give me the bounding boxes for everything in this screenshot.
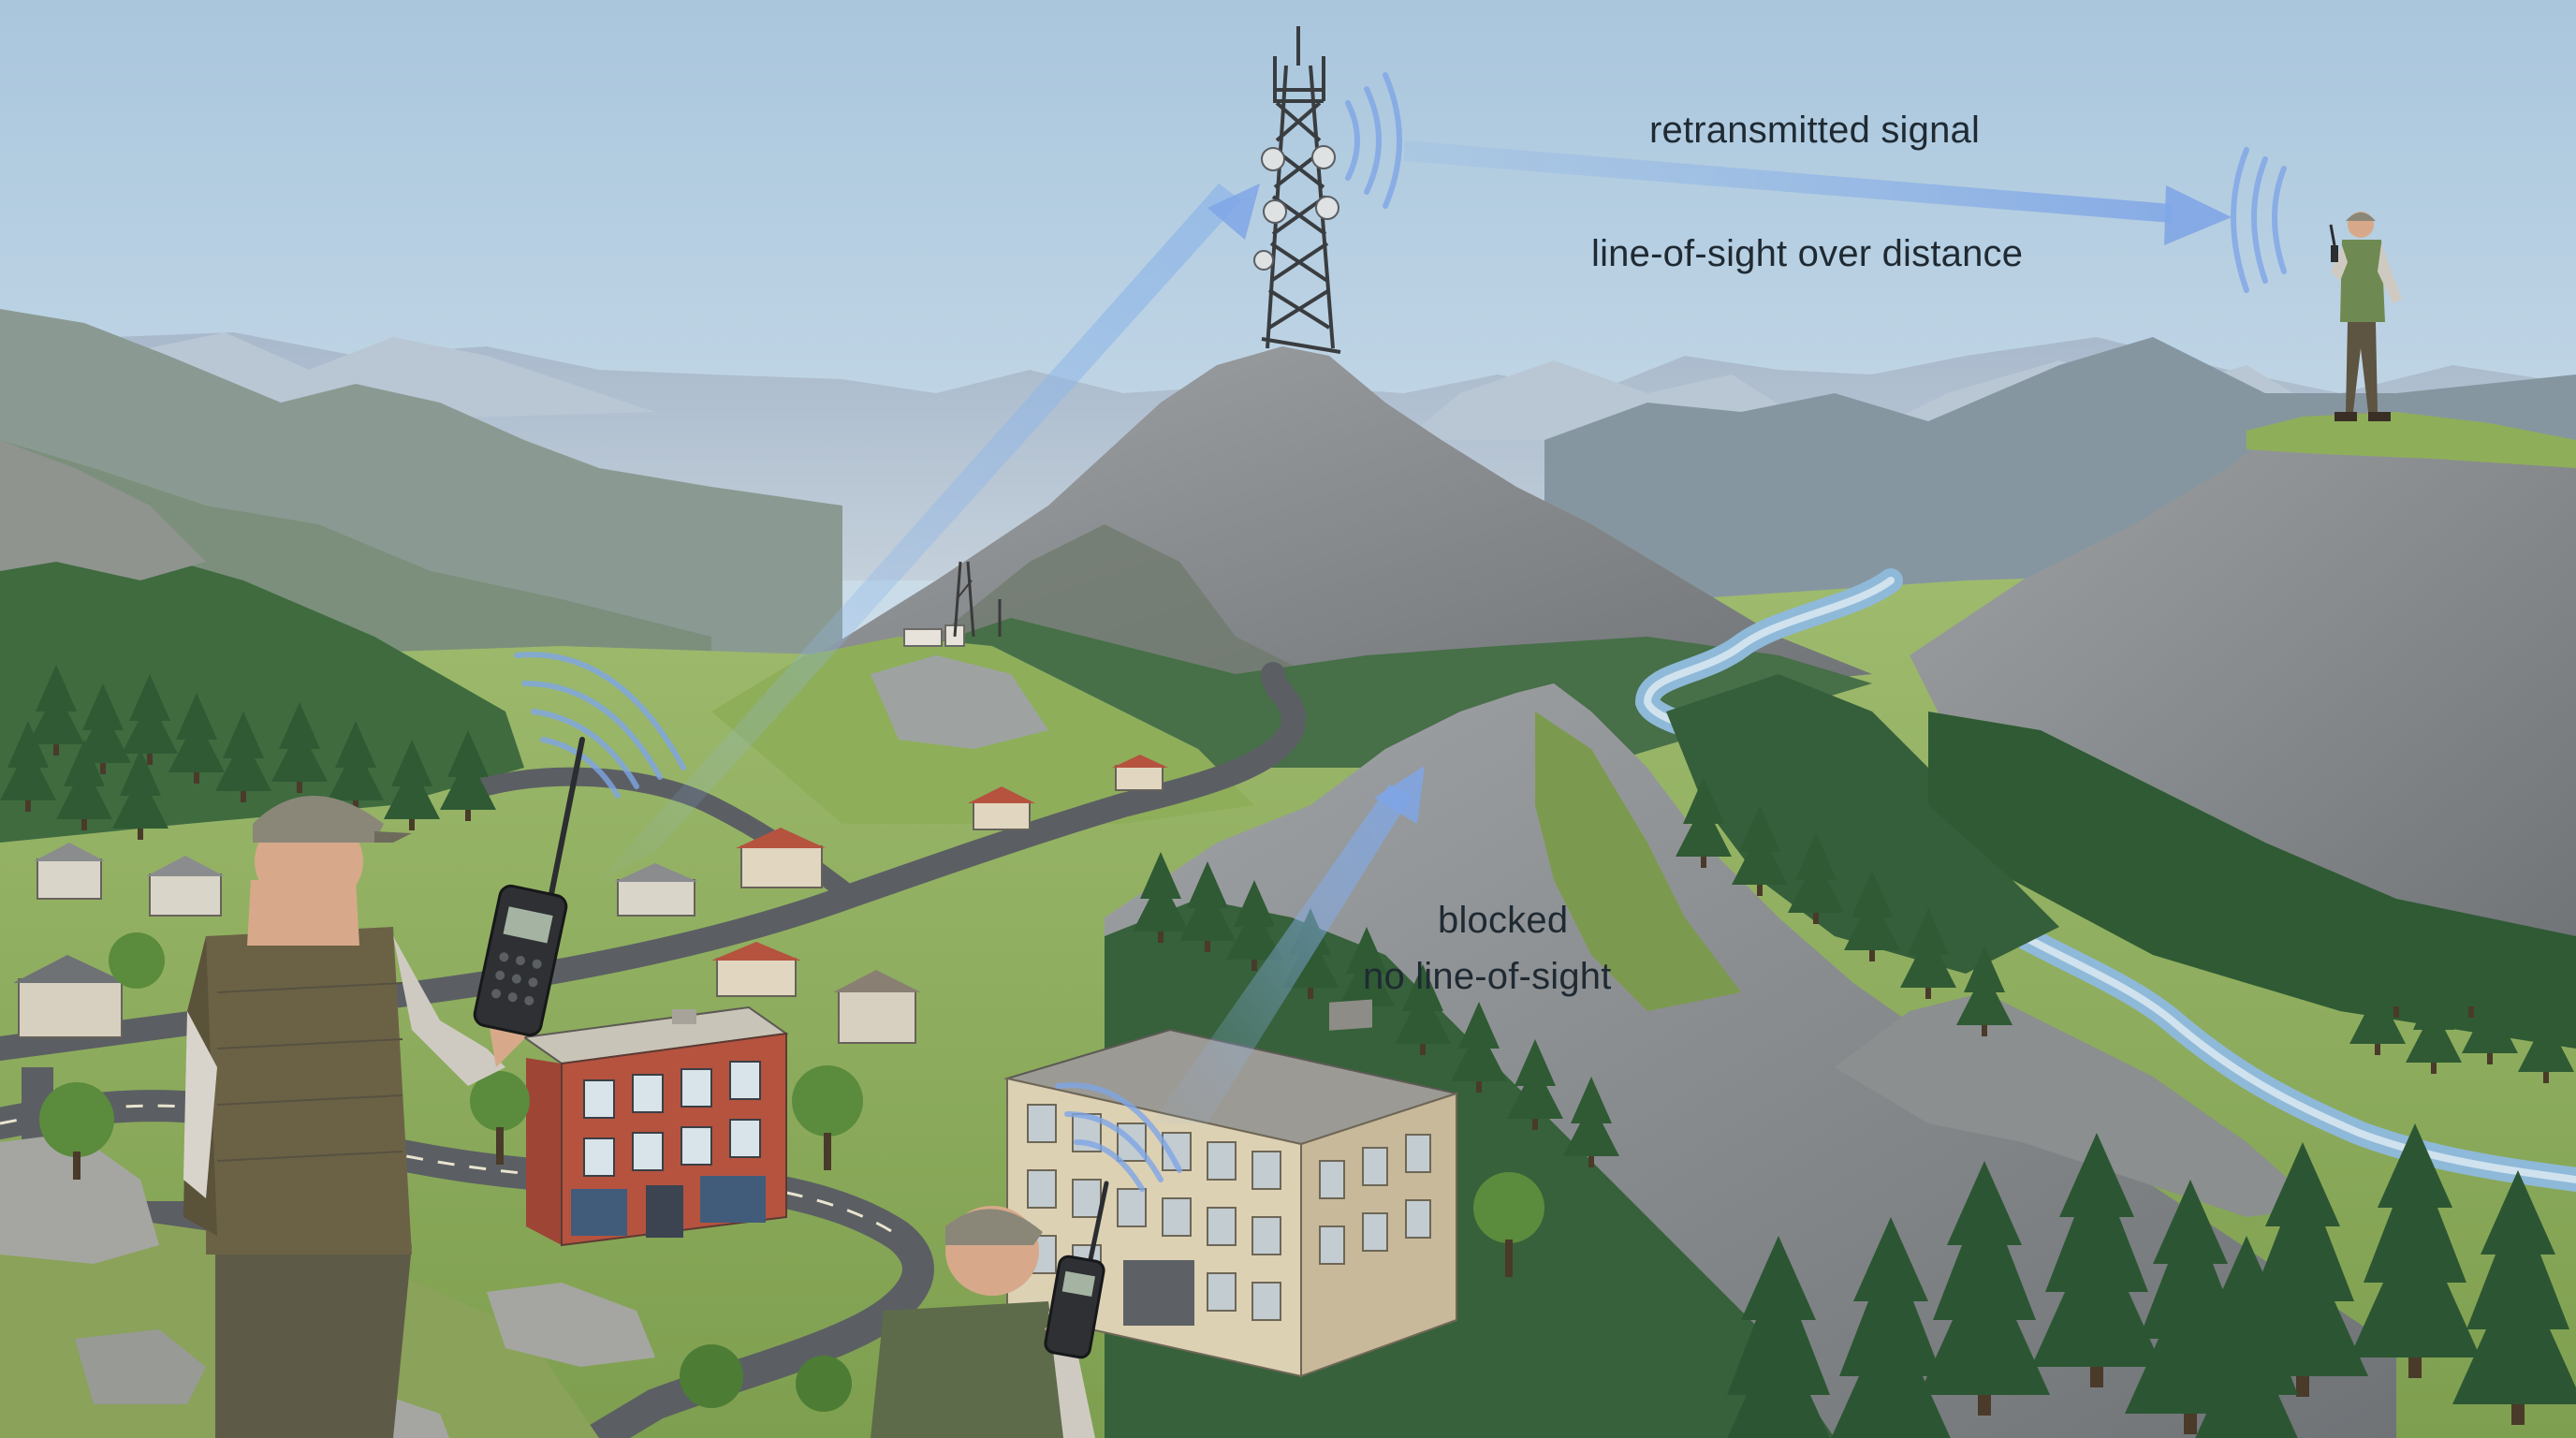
person-icon <box>183 796 534 1438</box>
handheld-radio-icon <box>473 737 585 1037</box>
handheld-radio-icon <box>2331 245 2338 262</box>
signal-beam-blocked <box>1151 785 1412 1123</box>
radio-wave-icon <box>514 652 686 799</box>
right-cliff-grass <box>2247 412 2576 468</box>
deciduous-trees <box>39 932 1544 1412</box>
house <box>711 942 801 997</box>
signal-beam-retransmitted <box>1404 140 2172 223</box>
road-center-lines <box>0 1104 900 1238</box>
right-cliff <box>1910 412 2576 974</box>
house <box>13 955 127 1038</box>
small-hill-rock <box>871 655 1048 749</box>
line-of-sight-label: line-of-sight over distance <box>1591 233 2023 274</box>
tower-dish-antennas <box>1253 145 1339 271</box>
radio-wave-icon <box>1345 72 1402 209</box>
signal-arrowhead <box>1208 183 1260 240</box>
right-forest <box>1666 674 2059 974</box>
foreground-rock <box>0 1133 159 1264</box>
mini-tower-icon <box>903 561 1002 647</box>
blocking-peak-grass <box>1535 712 1741 1011</box>
house <box>614 863 698 917</box>
handheld-radio-icon <box>1044 1181 1109 1359</box>
foreground-rock <box>487 1283 655 1367</box>
retransmitted-signal-label: retransmitted signal <box>1649 110 1980 151</box>
house <box>833 970 921 1044</box>
house <box>34 843 105 900</box>
person-icon <box>2329 212 2402 421</box>
house <box>968 786 1035 830</box>
foreground-rock <box>75 1329 206 1404</box>
no-line-of-sight-label: no line-of-sight <box>1363 956 1612 997</box>
radio-wave-icon <box>1055 1082 1182 1192</box>
house <box>736 828 826 888</box>
radio-wave-icon <box>2231 147 2287 293</box>
signal-beam-to-tower <box>599 183 1241 880</box>
left-forest-slope <box>0 524 524 843</box>
blocked-label: blocked <box>1438 900 1568 941</box>
house <box>146 856 225 917</box>
signal-arrowhead <box>1374 766 1425 824</box>
signal-arrowhead <box>2164 185 2232 245</box>
right-cliff-forest <box>1928 712 2576 1049</box>
left-rock-slope <box>0 440 206 580</box>
front-rocky-ridge <box>1835 992 2321 1217</box>
brick-building <box>521 1005 789 1247</box>
house <box>1112 755 1168 791</box>
